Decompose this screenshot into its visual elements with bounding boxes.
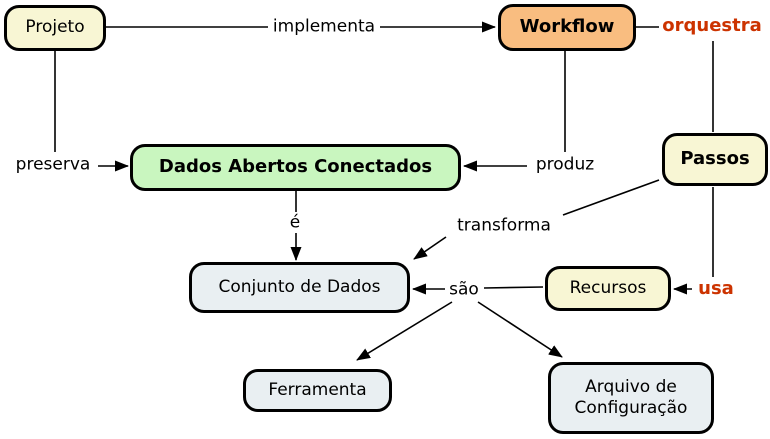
- edge-label-transforma[interactable]: transforma: [457, 215, 551, 236]
- node-passos[interactable]: Passos: [662, 133, 768, 186]
- edge-label-implementa[interactable]: implementa: [272, 16, 376, 37]
- node-projeto[interactable]: Projeto: [4, 5, 106, 51]
- edge-passos-to-transforma[interactable]: [562, 179, 660, 216]
- edge-label-produz[interactable]: produz: [535, 154, 595, 175]
- edge-label-usa[interactable]: usa: [698, 278, 734, 299]
- edge-label-sao[interactable]: são: [449, 279, 479, 300]
- edge-label-orquestra[interactable]: orquestra: [662, 15, 762, 36]
- node-recursos[interactable]: Recursos: [545, 266, 671, 311]
- node-workflow[interactable]: Workflow: [498, 4, 636, 51]
- node-conjunto-de-dados[interactable]: Conjunto de Dados: [189, 262, 410, 313]
- node-dados-abertos-conectados[interactable]: Dados Abertos Conectados: [130, 144, 461, 191]
- edge-sao-to-ferramenta[interactable]: [356, 301, 453, 361]
- edge-label-preserva[interactable]: preserva: [15, 154, 91, 175]
- edge-sao-to-arquivo[interactable]: [477, 301, 563, 358]
- node-ferramenta[interactable]: Ferramenta: [243, 369, 392, 412]
- edge-recursos-to-sao[interactable]: [483, 286, 544, 289]
- edge-transforma-to-conjunto[interactable]: [413, 236, 447, 260]
- edge-label-e[interactable]: é: [289, 212, 301, 233]
- node-arquivo-de-configuracao[interactable]: Arquivo de Configuração: [548, 362, 714, 434]
